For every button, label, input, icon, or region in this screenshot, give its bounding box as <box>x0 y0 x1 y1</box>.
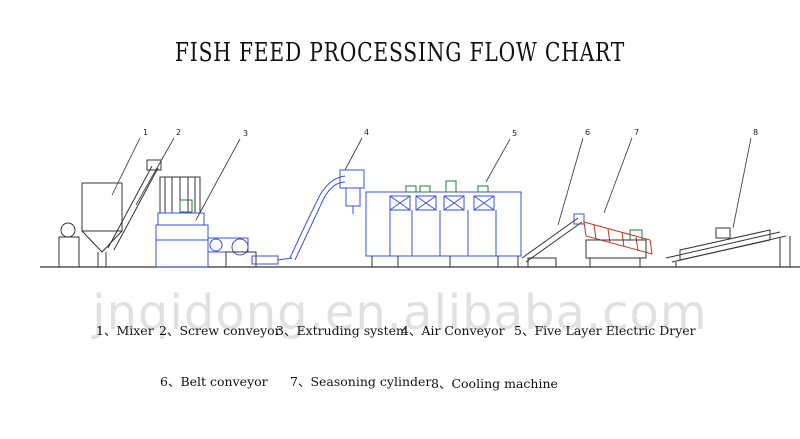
legend-item-mixer: 1、Mixer <box>96 323 154 338</box>
screw-conveyor-machine <box>107 159 162 251</box>
callout-3: 3 <box>243 129 248 138</box>
callout-8: 8 <box>753 128 758 137</box>
seasoning-cylinder-machine <box>583 221 653 267</box>
cooling-machine <box>665 227 791 267</box>
air-conveyor-machine <box>289 169 365 261</box>
legend-item-belt-conveyor: 6、Belt conveyor <box>160 374 268 389</box>
callout-1: 1 <box>143 128 148 137</box>
legend-item-air-conveyor: 4、Air Conveyor <box>401 323 505 338</box>
callout-5: 5 <box>512 129 517 138</box>
callout-2: 2 <box>176 128 181 137</box>
legend-item-extruding-system: 3、Extruding system <box>276 323 408 338</box>
legend-item-dryer: 5、Five Layer Electric Dryer <box>514 323 696 338</box>
dryer-machine <box>365 180 522 267</box>
legend-item-seasoning-cylinder: 7、Seasoning cylinder <box>290 374 432 389</box>
mixer-machine <box>58 182 123 268</box>
callout-4: 4 <box>364 128 369 137</box>
legend-item-cooling-machine: 8、Cooling machine <box>431 376 558 391</box>
extruder-machine <box>155 176 293 268</box>
callout-7: 7 <box>634 128 639 137</box>
chart-title: FISH FEED PROCESSING FLOW CHART <box>174 38 626 68</box>
legend-item-screw-conveyor: 2、Screw conveyor <box>159 323 281 338</box>
belt-conveyor-machine <box>521 213 585 268</box>
callout-6: 6 <box>585 128 590 137</box>
